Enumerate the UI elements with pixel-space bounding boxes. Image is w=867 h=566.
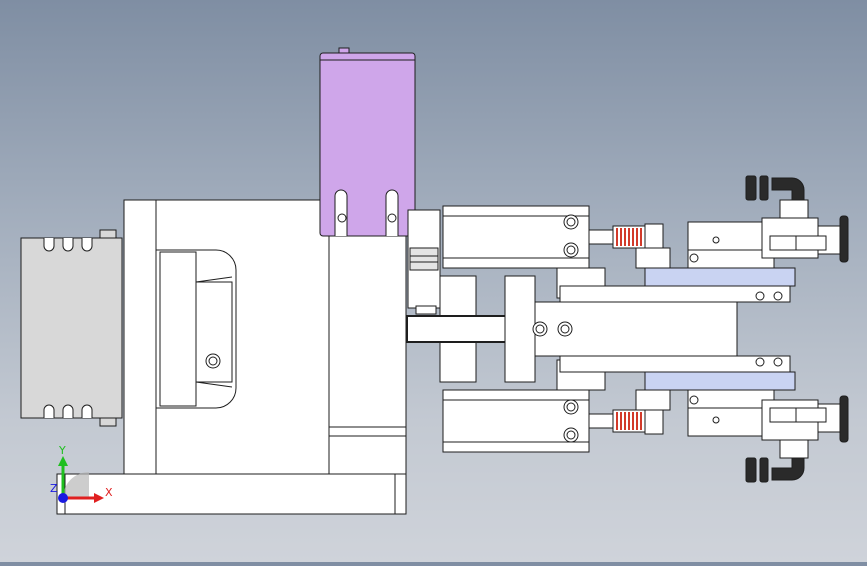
top-blue-rail bbox=[644, 267, 796, 287]
bottom-spring bbox=[612, 409, 646, 433]
top-spring bbox=[612, 225, 646, 249]
slide-bolt bbox=[532, 321, 548, 337]
bottom-blue-rail bbox=[644, 371, 796, 391]
bottom-air-cylinder bbox=[442, 389, 590, 453]
z-axis-dot bbox=[58, 493, 68, 503]
bottom-air-fitting bbox=[745, 457, 805, 483]
top-air-cylinder bbox=[442, 205, 590, 269]
slide-bolt bbox=[557, 321, 573, 337]
x-axis-label: X bbox=[105, 486, 113, 499]
y-axis-label: Y bbox=[58, 444, 66, 457]
left-grey-block bbox=[20, 237, 123, 419]
top-air-fitting bbox=[745, 175, 805, 201]
z-axis-label: Z bbox=[50, 482, 58, 495]
purple-cylinder bbox=[319, 52, 416, 237]
frame-bolt bbox=[205, 353, 221, 369]
base-plate bbox=[56, 473, 407, 515]
coordinate-triad: Y X Z bbox=[48, 440, 118, 510]
